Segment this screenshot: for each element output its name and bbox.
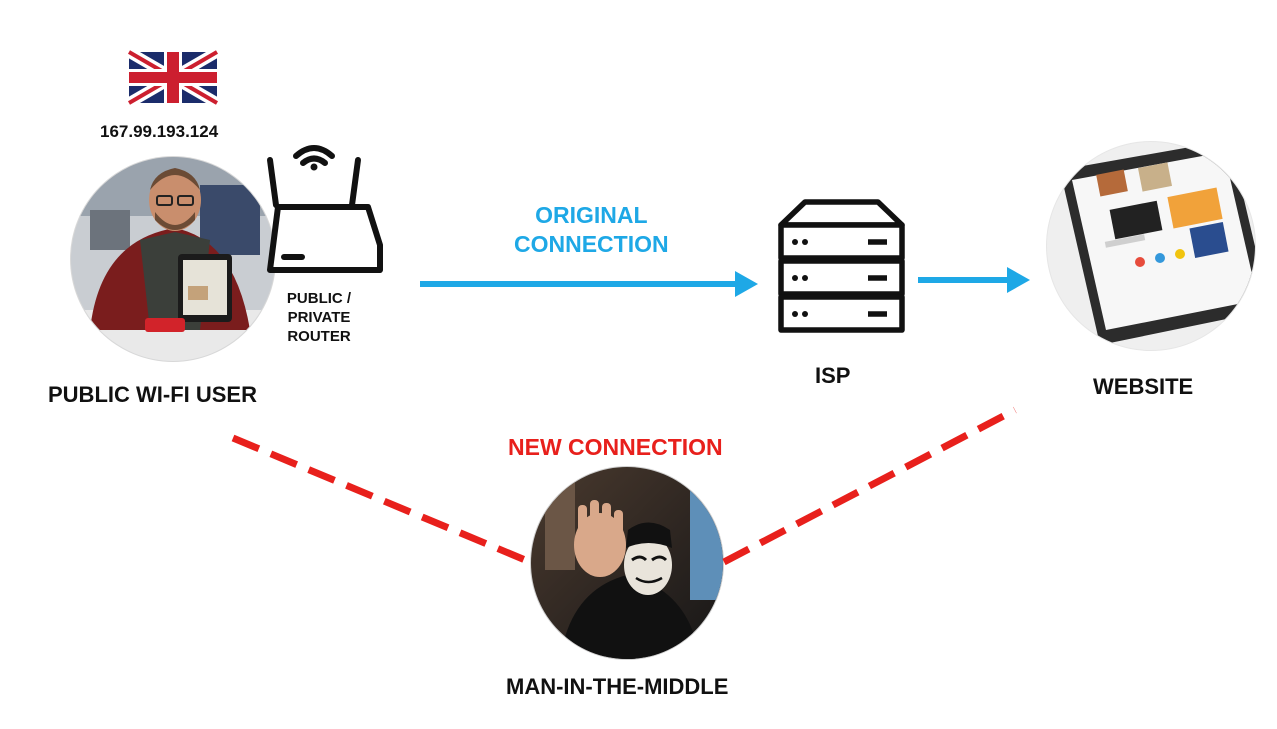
user-label: PUBLIC WI-FI USER	[48, 382, 257, 407]
website-photo	[1046, 141, 1256, 351]
uk-flag-icon	[126, 47, 220, 108]
new-connection-lines	[231, 406, 1017, 566]
original-connection-arrows	[420, 267, 1030, 297]
router-label-line: PRIVATE	[287, 308, 351, 326]
wifi-router-icon	[267, 145, 383, 273]
dashed-line-attacker-to-website	[722, 406, 1017, 566]
ip-address-label: 167.99.193.124	[100, 122, 219, 141]
router-label-line: PUBLIC /	[286, 290, 352, 307]
attacker-photo	[530, 466, 724, 660]
router-label: PUBLIC / PRIVATE ROUTER	[286, 290, 352, 346]
isp-label: ISP	[815, 363, 851, 388]
original-connection-label: ORIGINAL CONNECTION	[514, 201, 669, 260]
wifi-dot	[310, 163, 318, 171]
arrowhead-isp	[735, 271, 758, 297]
original-connection-label-line: CONNECTION	[514, 231, 669, 258]
router-label-line: ROUTER	[287, 327, 351, 345]
new-connection-label: NEW CONNECTION	[508, 434, 723, 460]
website-label: WEBSITE	[1093, 374, 1194, 399]
server-rack-icon	[778, 199, 905, 333]
dashed-line-user-to-attacker	[231, 434, 532, 566]
user-photo	[70, 156, 276, 362]
original-connection-label-line: ORIGINAL	[535, 202, 648, 228]
attacker-label: MAN-IN-THE-MIDDLE	[506, 674, 729, 699]
server-status-dots	[792, 239, 808, 317]
arrowhead-website	[1007, 267, 1030, 293]
